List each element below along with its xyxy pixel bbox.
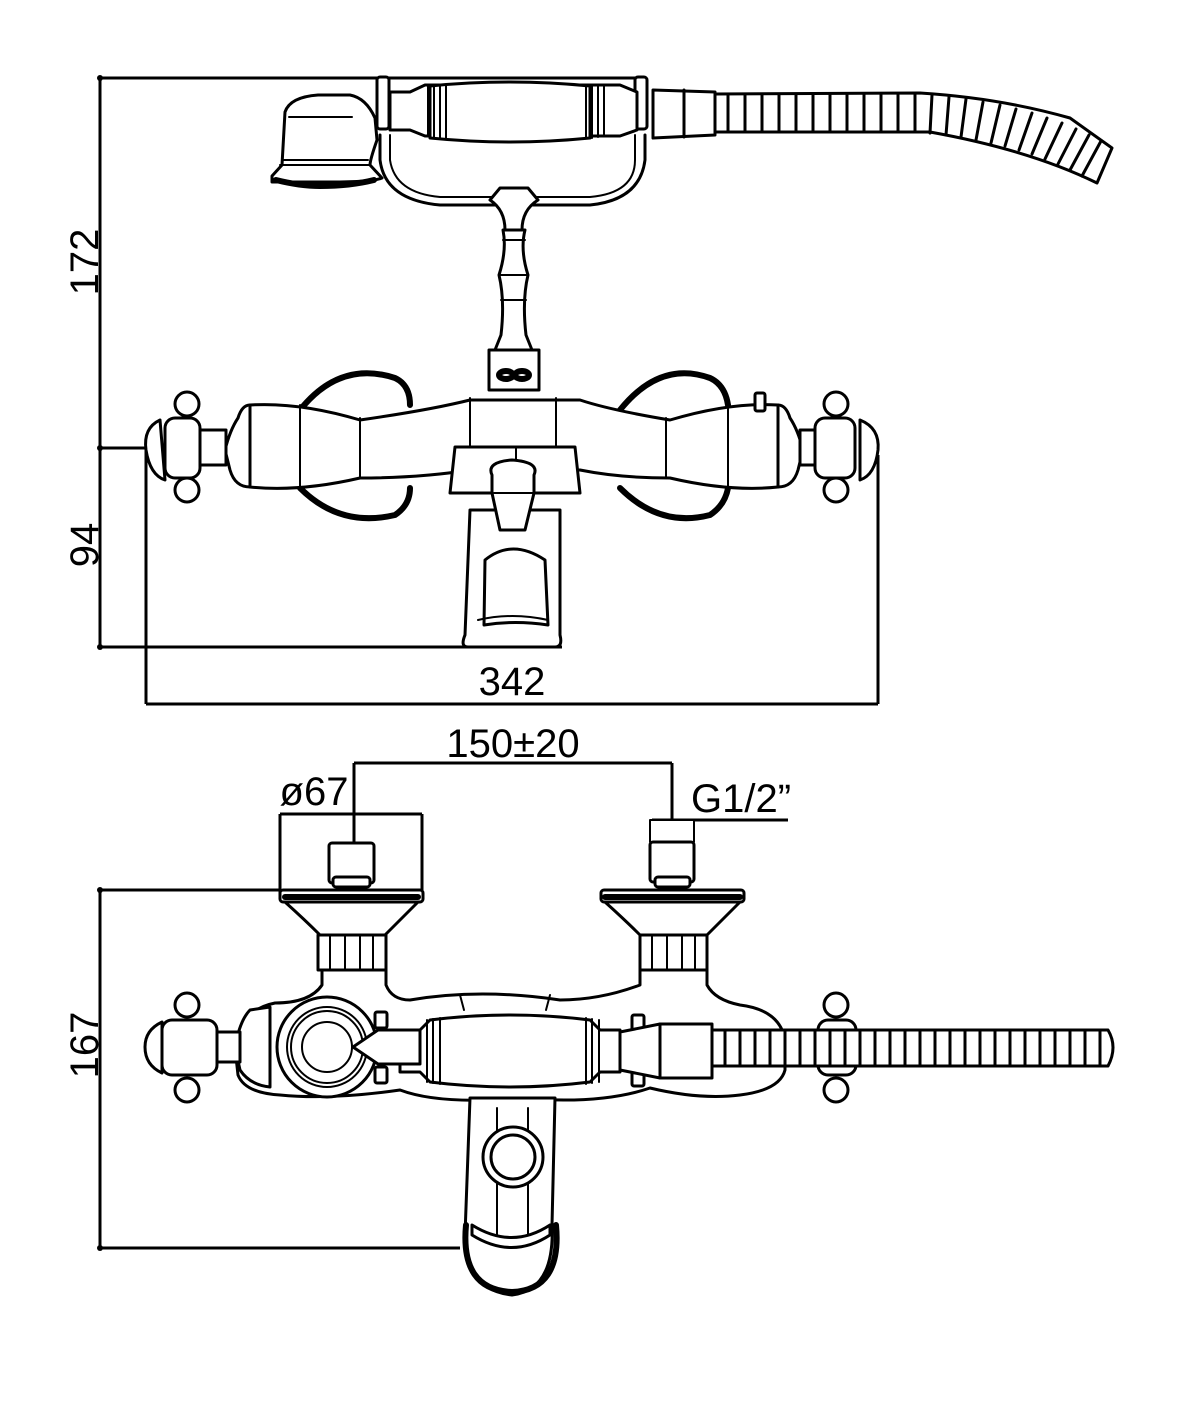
left-connection: [278, 841, 425, 972]
dimension-label-thread: G1/2”: [691, 777, 791, 821]
dimension-thread: G1/2”: [652, 777, 791, 822]
diverter-and-spout: [448, 445, 582, 649]
shower-holder: [378, 133, 647, 392]
hose-ribs: [726, 92, 1103, 178]
shower-head: [270, 93, 384, 190]
right-connection: [599, 819, 746, 972]
left-handle-plan: [143, 991, 272, 1104]
dimension-label-projection: 167: [63, 1012, 107, 1079]
dimension-342: 342: [144, 448, 880, 706]
spout-plan: [462, 1096, 560, 1297]
dimension-167: 167: [63, 887, 460, 1251]
dimension-label-overall-height: 172: [63, 229, 107, 296]
holder-rose: [275, 995, 422, 1099]
dimension-label-connection-centers: 150±20: [446, 722, 579, 766]
right-handle: [776, 390, 880, 504]
dimension-172: 172: [63, 75, 640, 448]
handset-handle: [375, 75, 649, 144]
dimension-diameter: ø67: [278, 770, 424, 895]
mixer-body: [248, 370, 780, 522]
left-handle: [144, 390, 252, 504]
plan-view: 150±20 ø67 G1/2” 167: [63, 722, 1115, 1297]
shower-hose: [651, 88, 1114, 185]
elevation-view: 172 94 342: [63, 75, 1114, 706]
dimension-label-overall-width: 342: [479, 660, 546, 704]
dimension-94: 94: [63, 445, 562, 650]
dimension-label-escutcheon-diameter: ø67: [280, 770, 349, 814]
dimension-label-body-height: 94: [63, 523, 107, 568]
handset-plan: [398, 1013, 714, 1089]
shower-hose-plan: [710, 1028, 1115, 1068]
dimension-150: 150±20: [352, 722, 674, 870]
